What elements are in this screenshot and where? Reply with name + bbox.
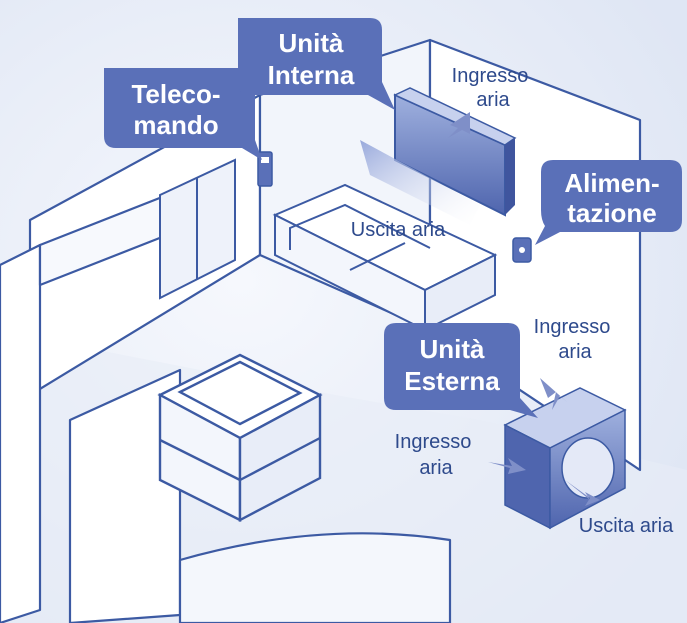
outdoor-side-inlet-label-line1: Ingresso [395, 431, 472, 453]
armchair [157, 353, 323, 522]
outdoor-outlet-arrow [565, 480, 600, 506]
indoor-unit-icon [360, 87, 517, 225]
callout-remote-line1: Teleco- [131, 79, 220, 109]
callout-power: Alimen- tazione [535, 160, 682, 245]
callout-outdoor-line2: Esterna [404, 366, 500, 396]
callout-power-line2: tazione [567, 198, 657, 228]
indoor-inlet-arrow [448, 112, 470, 138]
indoor-inlet-label-line2: aria [476, 89, 510, 111]
callout-remote: Teleco- mando [104, 68, 262, 160]
callout-outdoor-line1: Unità [420, 334, 486, 364]
outdoor-top-inlet-label-line1: Ingresso [534, 316, 611, 338]
outdoor-unit-icon [503, 387, 627, 530]
outdoor-top-inlet-arrow [540, 378, 567, 410]
callout-indoor-line1: Unità [279, 28, 345, 58]
window [159, 158, 236, 300]
callout-power-line1: Alimen- [564, 168, 659, 198]
outdoor-top-inlet-label-line2: aria [558, 341, 592, 363]
outdoor-outlet-label: Uscita aria [579, 515, 674, 537]
sofa [272, 183, 498, 332]
indoor-outlet-label: Uscita aria [351, 219, 446, 241]
callout-indoor: Unità Interna [238, 18, 395, 110]
indoor-airflow-arrow [360, 140, 480, 225]
remote-control-icon [257, 151, 273, 187]
outdoor-side-inlet-arrow [488, 458, 526, 474]
airflow-labels: Ingresso aria Uscita aria Ingresso aria … [351, 65, 674, 537]
floor-front [178, 532, 452, 623]
callout-remote-line2: mando [133, 110, 218, 140]
left-wall-edge [0, 243, 42, 623]
callout-outdoor: Unità Esterna [384, 323, 538, 418]
power-socket-icon [512, 237, 532, 263]
indoor-inlet-label-line1: Ingresso [452, 65, 529, 87]
callout-indoor-line2: Interna [268, 60, 355, 90]
outdoor-side-inlet-label-line2: aria [419, 457, 453, 479]
